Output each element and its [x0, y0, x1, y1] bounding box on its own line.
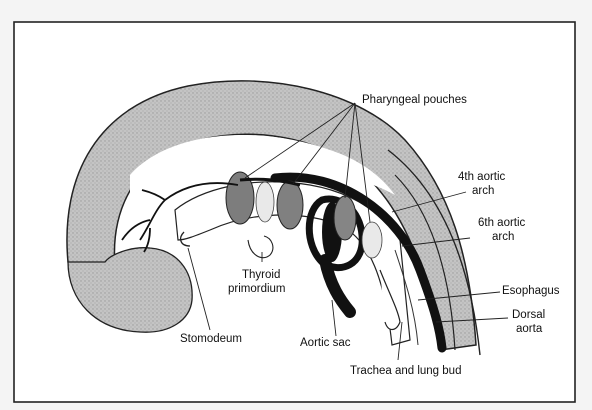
pharyngeal-pouch-2	[277, 181, 303, 229]
label-aortic-sac: Aortic sac	[300, 337, 351, 349]
label-dorsal-aorta-line2: aorta	[516, 323, 543, 335]
label-pharyngeal-pouches: Pharyngeal pouches	[362, 94, 467, 106]
label-thyroid-line1: Thyroid	[242, 269, 280, 281]
label-stomodeum: Stomodeum	[180, 333, 242, 345]
label-4th-aortic-arch-line1: 4th aortic	[458, 171, 506, 183]
label-6th-aortic-arch-line2: arch	[492, 231, 514, 243]
pharyngeal-pouch-3	[334, 196, 356, 240]
label-esophagus: Esophagus	[502, 285, 560, 297]
label-4th-aortic-arch-line2: arch	[472, 185, 494, 197]
pharyngeal-cleft-2	[362, 222, 382, 258]
label-thyroid-line2: primordium	[228, 283, 286, 295]
label-6th-aortic-arch-line1: 6th aortic	[478, 217, 526, 229]
label-trachea-lung-bud: Trachea and lung bud	[350, 365, 461, 377]
label-dorsal-aorta-line1: Dorsal	[512, 309, 545, 321]
pharyngeal-cleft-1	[256, 182, 274, 222]
